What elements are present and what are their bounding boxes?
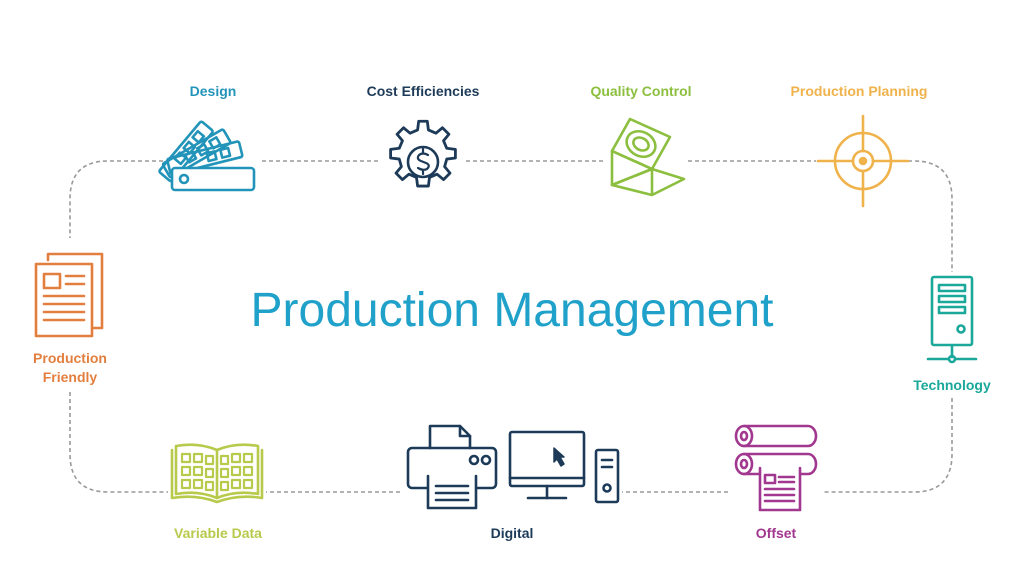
node-label-cost: Cost Efficiencies xyxy=(366,83,480,99)
printer-computer-icon xyxy=(406,424,620,510)
loop-path xyxy=(69,160,170,238)
loop-path xyxy=(822,398,953,493)
loupe-check-icon xyxy=(610,117,686,197)
stacked-documents-icon xyxy=(34,252,104,338)
gear-dollar-icon xyxy=(389,119,457,188)
offset-press-rollers-icon xyxy=(734,424,818,512)
crosshair-target-icon xyxy=(816,114,910,208)
node-label-friendly: Production Friendly xyxy=(33,349,107,387)
node-label-offset: Offset xyxy=(755,525,797,541)
node-label-friendly-line2: Friendly xyxy=(42,369,98,385)
server-tower-icon xyxy=(926,275,978,364)
loop-path xyxy=(69,392,168,493)
node-label-technology: Technology xyxy=(913,377,991,393)
node-label-design: Design xyxy=(189,83,237,99)
diagram-title: Production Management xyxy=(250,284,774,337)
open-book-grid-icon xyxy=(170,443,264,504)
loop-path xyxy=(908,160,953,272)
node-label-planning: Production Planning xyxy=(790,83,928,99)
node-label-variable: Variable Data xyxy=(174,525,262,541)
node-label-friendly-line1: Production xyxy=(33,350,107,366)
color-swatch-icon xyxy=(158,120,256,192)
node-label-digital: Digital xyxy=(490,525,534,541)
node-label-quality: Quality Control xyxy=(590,83,692,99)
